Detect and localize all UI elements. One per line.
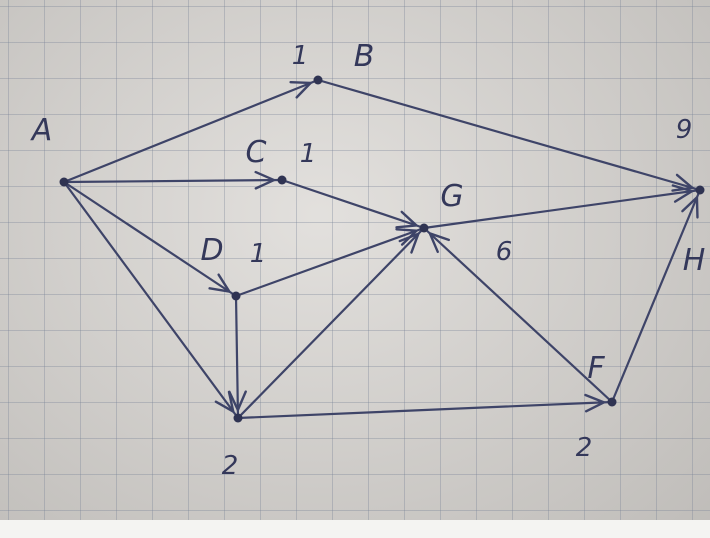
arrowhead bbox=[289, 81, 312, 99]
node-g bbox=[419, 223, 429, 233]
node-weight-b: 1 bbox=[292, 41, 309, 71]
node-label-a: A bbox=[30, 113, 53, 148]
arrowhead bbox=[671, 184, 694, 203]
node-weight-f: 2 bbox=[576, 433, 593, 463]
edge-e-f bbox=[236, 393, 614, 420]
arrowhead bbox=[681, 196, 699, 219]
arrowhead bbox=[208, 273, 231, 293]
edge-line bbox=[610, 188, 702, 404]
edge-a-e bbox=[62, 180, 240, 420]
edge-line bbox=[236, 226, 426, 420]
arrowhead bbox=[398, 232, 420, 254]
node-e bbox=[233, 413, 243, 423]
edge-line bbox=[234, 294, 240, 420]
arrowhead bbox=[214, 390, 235, 413]
node-a bbox=[59, 177, 69, 187]
edge-line bbox=[422, 188, 702, 230]
edge-line bbox=[62, 78, 320, 184]
edge-f-h bbox=[610, 188, 702, 404]
node-weight-h: 9 bbox=[676, 115, 693, 145]
node-label-b: B bbox=[354, 39, 375, 74]
arrowhead bbox=[395, 228, 418, 246]
node-weight-d: 1 bbox=[250, 239, 267, 269]
node-h bbox=[695, 185, 705, 195]
edge-line bbox=[316, 78, 702, 192]
edge-line bbox=[62, 178, 284, 184]
arrowhead bbox=[428, 232, 451, 254]
edge-line bbox=[280, 178, 426, 230]
node-weight-g: 6 bbox=[496, 237, 513, 267]
node-d bbox=[231, 291, 241, 301]
edge-g-h bbox=[422, 184, 702, 230]
arrowhead bbox=[395, 210, 418, 229]
arrowhead bbox=[584, 393, 606, 413]
arrowhead bbox=[671, 173, 694, 192]
edges bbox=[62, 78, 702, 420]
node-label-h: H bbox=[683, 243, 706, 278]
node-weight-c: 1 bbox=[300, 139, 317, 169]
node-f bbox=[607, 397, 617, 407]
node-label-d: D bbox=[200, 233, 223, 268]
edge-d-g bbox=[234, 226, 426, 298]
node-label-f: F bbox=[587, 351, 605, 386]
edge-line bbox=[62, 180, 238, 298]
edge-a-c bbox=[62, 170, 284, 190]
node-weight-e: 2 bbox=[222, 451, 239, 481]
node-label-c: C bbox=[246, 135, 267, 170]
edge-b-h bbox=[316, 78, 702, 192]
arrowhead bbox=[254, 170, 276, 190]
edge-line bbox=[234, 226, 426, 298]
edge-line bbox=[422, 226, 614, 404]
node-c bbox=[277, 175, 287, 185]
node-b bbox=[313, 75, 323, 85]
edge-d-e bbox=[228, 294, 247, 420]
edge-a-d bbox=[62, 180, 238, 298]
edge-c-g bbox=[280, 178, 426, 230]
edge-f-g bbox=[422, 226, 614, 404]
edge-line bbox=[236, 400, 614, 420]
arrowhead bbox=[228, 390, 247, 412]
node-label-g: G bbox=[440, 179, 463, 214]
edge-e-g bbox=[236, 226, 426, 420]
nodes bbox=[59, 75, 705, 423]
edge-a-b bbox=[62, 78, 320, 184]
edge-line bbox=[62, 180, 240, 420]
